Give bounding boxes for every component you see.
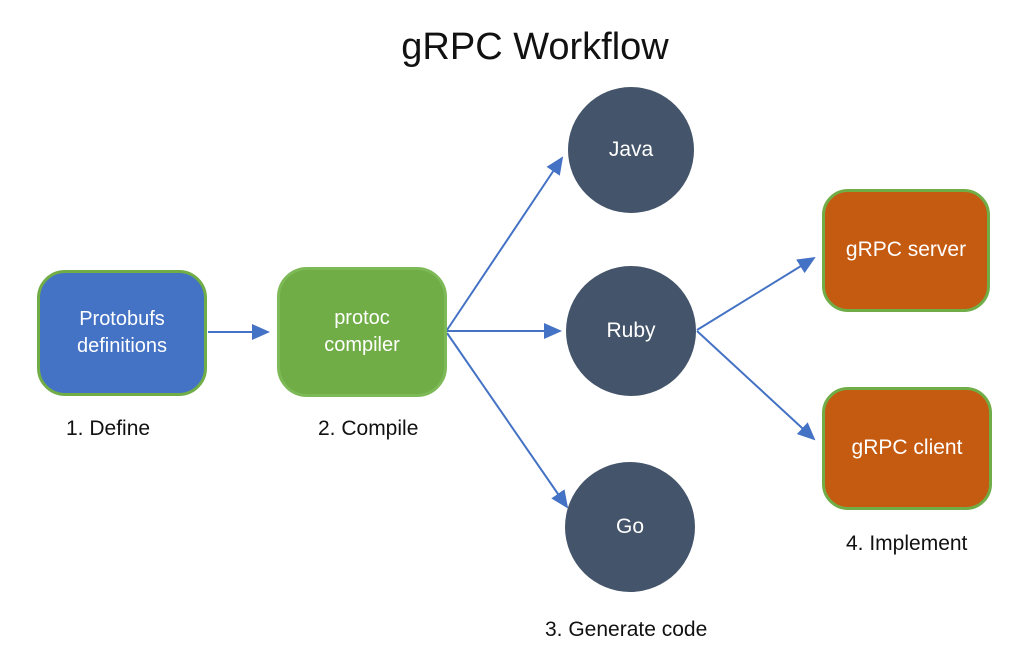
- node-protoc-compiler: protoc compiler: [277, 267, 447, 397]
- step-label-generate-code: 3. Generate code: [545, 618, 708, 641]
- step-label-implement: 4. Implement: [846, 532, 968, 555]
- step-label-compile: 2. Compile: [318, 417, 419, 440]
- arrow-ruby-to-client: [696, 330, 816, 441]
- node-protobufs-definitions: Protobufs definitions: [37, 270, 207, 396]
- arrow-ruby-to-server: [696, 256, 816, 331]
- node-grpc-client: gRPC client: [822, 387, 992, 510]
- node-java: Java: [568, 87, 694, 213]
- step-label-define: 1. Define: [66, 417, 151, 440]
- arrow-protoc-to-java: [446, 156, 564, 331]
- node-go: Go: [565, 462, 695, 592]
- diagram-title: gRPC Workflow: [401, 26, 669, 68]
- node-ruby: Ruby: [566, 266, 696, 396]
- node-grpc-server: gRPC server: [822, 189, 990, 312]
- arrow-protoc-to-go: [446, 332, 569, 509]
